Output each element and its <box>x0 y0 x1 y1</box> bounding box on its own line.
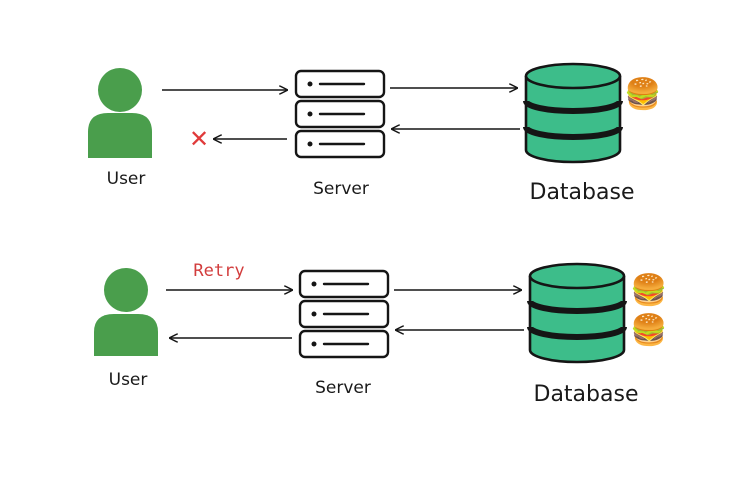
bottom-scenario: User Retry Server Datab <box>94 261 668 407</box>
server-icon <box>294 69 386 159</box>
burger-icon: 🍔 <box>630 272 667 308</box>
server-icon <box>298 269 390 359</box>
database-label: Database <box>530 180 635 205</box>
user-icon <box>94 268 158 356</box>
burger-icon: 🍔 <box>624 76 661 112</box>
database-label: Database <box>534 382 639 407</box>
user-label: User <box>109 370 148 390</box>
database-icon <box>523 62 623 164</box>
failure-x-icon: ✕ <box>189 125 209 153</box>
retry-label: Retry <box>193 261 244 281</box>
server-label: Server <box>315 378 371 398</box>
server-label: Server <box>313 179 369 199</box>
burger-icon: 🍔 <box>630 312 667 348</box>
user-label: User <box>107 169 146 189</box>
database-icon <box>527 262 627 364</box>
user-icon <box>88 68 152 158</box>
top-scenario: User ✕ Server Database <box>88 62 662 205</box>
